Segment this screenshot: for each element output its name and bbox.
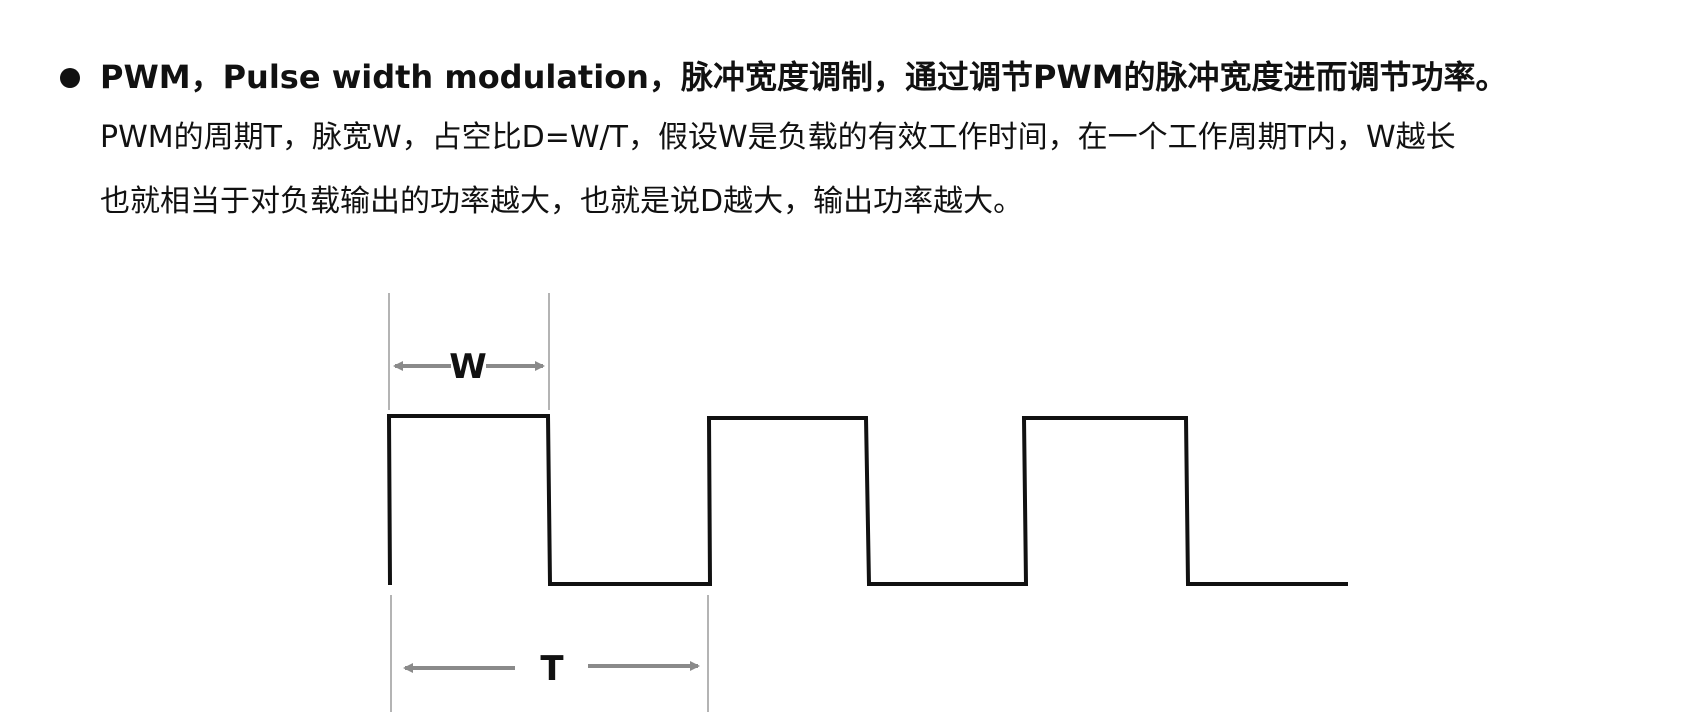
period-label: T xyxy=(540,649,564,689)
heading-text: PWM，Pulse width modulation，脉冲宽度调制，通过调节PW… xyxy=(100,58,1508,96)
bullet-point-icon xyxy=(60,68,80,88)
pulse-width-label: W xyxy=(449,347,487,387)
square-wave xyxy=(386,414,1348,586)
paragraph-line-1: PWM的周期T，脉宽W，占空比D=W/T，假设W是负载的有效工作时间，在一个工作… xyxy=(100,120,1456,155)
paragraph-line-2: 也就相当于对负载输出的功率越大，也就是说D越大，输出功率越大。 xyxy=(100,184,1024,219)
